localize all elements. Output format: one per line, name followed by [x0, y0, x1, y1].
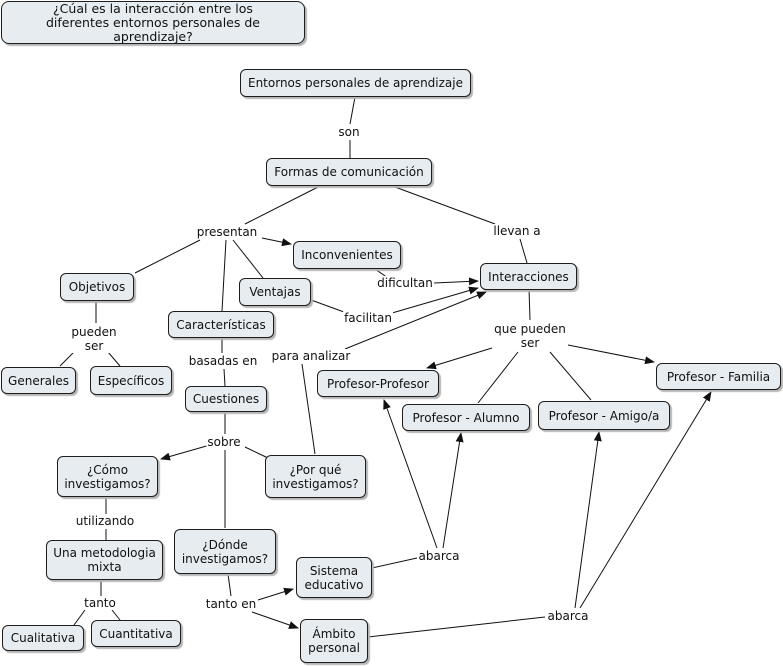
connector — [477, 351, 519, 404]
focus-question[interactable]: ¿Cúal es la interacción entre los difere… — [1, 1, 305, 44]
connector — [383, 399, 438, 549]
link-tanto-en: tanto en — [204, 597, 258, 611]
connector — [567, 344, 655, 365]
link-pueden-ser: pueden ser — [70, 325, 118, 353]
connector — [391, 286, 479, 314]
link-presentan: presentan — [195, 225, 259, 239]
node-sistema-educativo[interactable]: Sistema educativo — [296, 557, 372, 598]
connector — [574, 431, 602, 609]
connector — [73, 609, 86, 626]
node-formas-comunicacion[interactable]: Formas de comunicación — [266, 158, 432, 186]
link-tanto: tanto — [83, 596, 117, 610]
connector — [257, 587, 294, 601]
node-profesor-profesor[interactable]: Profesor-Profesor — [317, 370, 439, 397]
connector — [107, 351, 121, 367]
link-son: son — [337, 125, 361, 139]
connector — [111, 609, 121, 621]
node-inconvenientes[interactable]: Inconvenientes — [293, 241, 401, 269]
node-profesor-alumno[interactable]: Profesor - Alumno — [402, 404, 530, 431]
connector — [310, 299, 345, 313]
node-ambito-personal[interactable]: Ámbito personal — [300, 619, 368, 663]
node-profesor-familia[interactable]: Profesor - Familia — [656, 363, 781, 390]
connector — [134, 239, 201, 274]
connector — [528, 288, 531, 321]
node-porque-investigamos[interactable]: ¿Por qué investigamos? — [265, 455, 366, 498]
node-profesor-amigo[interactable]: Profesor - Amigo/a — [538, 401, 670, 430]
node-metodologia-mixta[interactable]: Una metodologia mixta — [46, 540, 163, 580]
node-como-investigamos[interactable]: ¿Cómo investigamos? — [57, 456, 158, 497]
connector — [367, 616, 546, 638]
connector — [549, 351, 592, 401]
node-generales[interactable]: Generales — [1, 367, 76, 394]
connector — [349, 96, 356, 125]
connector — [519, 238, 528, 264]
connector — [371, 557, 418, 569]
link-basadas-en: basadas en — [187, 354, 259, 368]
connector — [160, 444, 211, 461]
connector — [244, 186, 319, 225]
connector — [301, 363, 316, 455]
node-cuantitativa[interactable]: Cuantitativa — [91, 620, 181, 647]
connector — [59, 351, 75, 367]
connector — [221, 239, 227, 312]
node-caracteristicas[interactable]: Características — [168, 311, 274, 338]
link-que-pueden-ser: que pueden ser — [493, 322, 567, 350]
connector — [251, 611, 299, 629]
connector — [442, 432, 464, 549]
connector — [579, 391, 712, 609]
link-abarca-ambito: abarca — [546, 609, 590, 623]
link-dificultan: dificultan — [376, 276, 434, 290]
link-utilizando: utilizando — [74, 514, 136, 528]
link-sobre: sobre — [206, 435, 242, 449]
node-donde-investigamos[interactable]: ¿Dónde investigamos? — [174, 529, 276, 574]
node-entornos-personales[interactable]: Entornos personales de aprendizaje — [240, 69, 471, 97]
connector — [227, 573, 232, 597]
connector — [244, 446, 269, 459]
connector — [433, 277, 479, 286]
node-ventajas[interactable]: Ventajas — [239, 278, 311, 306]
connector — [426, 347, 493, 370]
node-cuestiones[interactable]: Cuestiones — [185, 386, 267, 412]
node-cualitativa[interactable]: Cualitativa — [2, 625, 84, 651]
node-especificos[interactable]: Específicos — [90, 366, 172, 395]
connector — [344, 291, 487, 350]
connector — [261, 237, 292, 247]
connector — [394, 186, 496, 225]
link-para-analizar: para analizar — [270, 349, 352, 363]
link-llevan-a: llevan a — [492, 224, 542, 238]
connector — [232, 239, 264, 279]
link-facilitan: facilitan — [343, 311, 393, 325]
node-objetivos[interactable]: Objetivos — [60, 273, 134, 301]
connector — [223, 368, 226, 387]
node-interacciones[interactable]: Interacciones — [480, 263, 577, 290]
link-abarca-sistema: abarca — [417, 549, 461, 563]
